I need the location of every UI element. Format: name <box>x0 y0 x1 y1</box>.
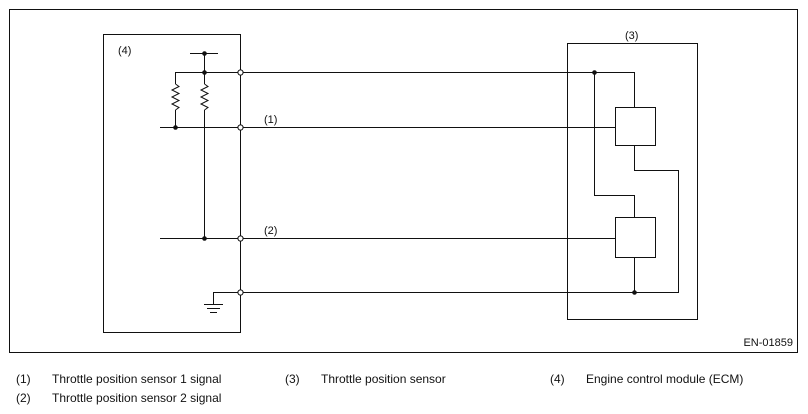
legend-num: (4) <box>550 372 565 386</box>
ecm-box <box>103 34 241 333</box>
legend-text: Throttle position sensor 1 signal <box>52 372 222 386</box>
legend-text: Engine control module (ECM) <box>586 372 744 386</box>
resistor-1 <box>170 72 181 127</box>
legend-num: (3) <box>285 372 300 386</box>
diagram-frame <box>9 9 798 353</box>
legend-text: Throttle position sensor <box>321 372 446 386</box>
signal-1-label: (1) <box>264 114 277 126</box>
figure-id: EN-01859 <box>743 337 793 349</box>
sensor-element-1 <box>615 107 656 146</box>
sensor-box <box>567 43 698 320</box>
legend-item-2: (2) Throttle position sensor 2 signal <box>16 391 221 405</box>
junction-dots <box>173 51 637 295</box>
connector-terminals <box>237 69 244 296</box>
ground-wire <box>204 145 679 313</box>
legend-text: Throttle position sensor 2 signal <box>52 391 222 405</box>
sensor-label: (3) <box>625 30 638 42</box>
sensor-element-2 <box>615 217 656 258</box>
legend-num: (1) <box>16 372 31 386</box>
legend-item-3: (3) Throttle position sensor <box>285 372 446 386</box>
resistor-2 <box>199 72 210 238</box>
power-wire <box>175 53 635 217</box>
ecm-label: (4) <box>118 45 131 57</box>
legend-item-4: (4) Engine control module (ECM) <box>550 372 743 386</box>
legend-num: (2) <box>16 391 31 405</box>
signal-2-label: (2) <box>264 225 277 237</box>
legend-item-1: (1) Throttle position sensor 1 signal <box>16 372 221 386</box>
